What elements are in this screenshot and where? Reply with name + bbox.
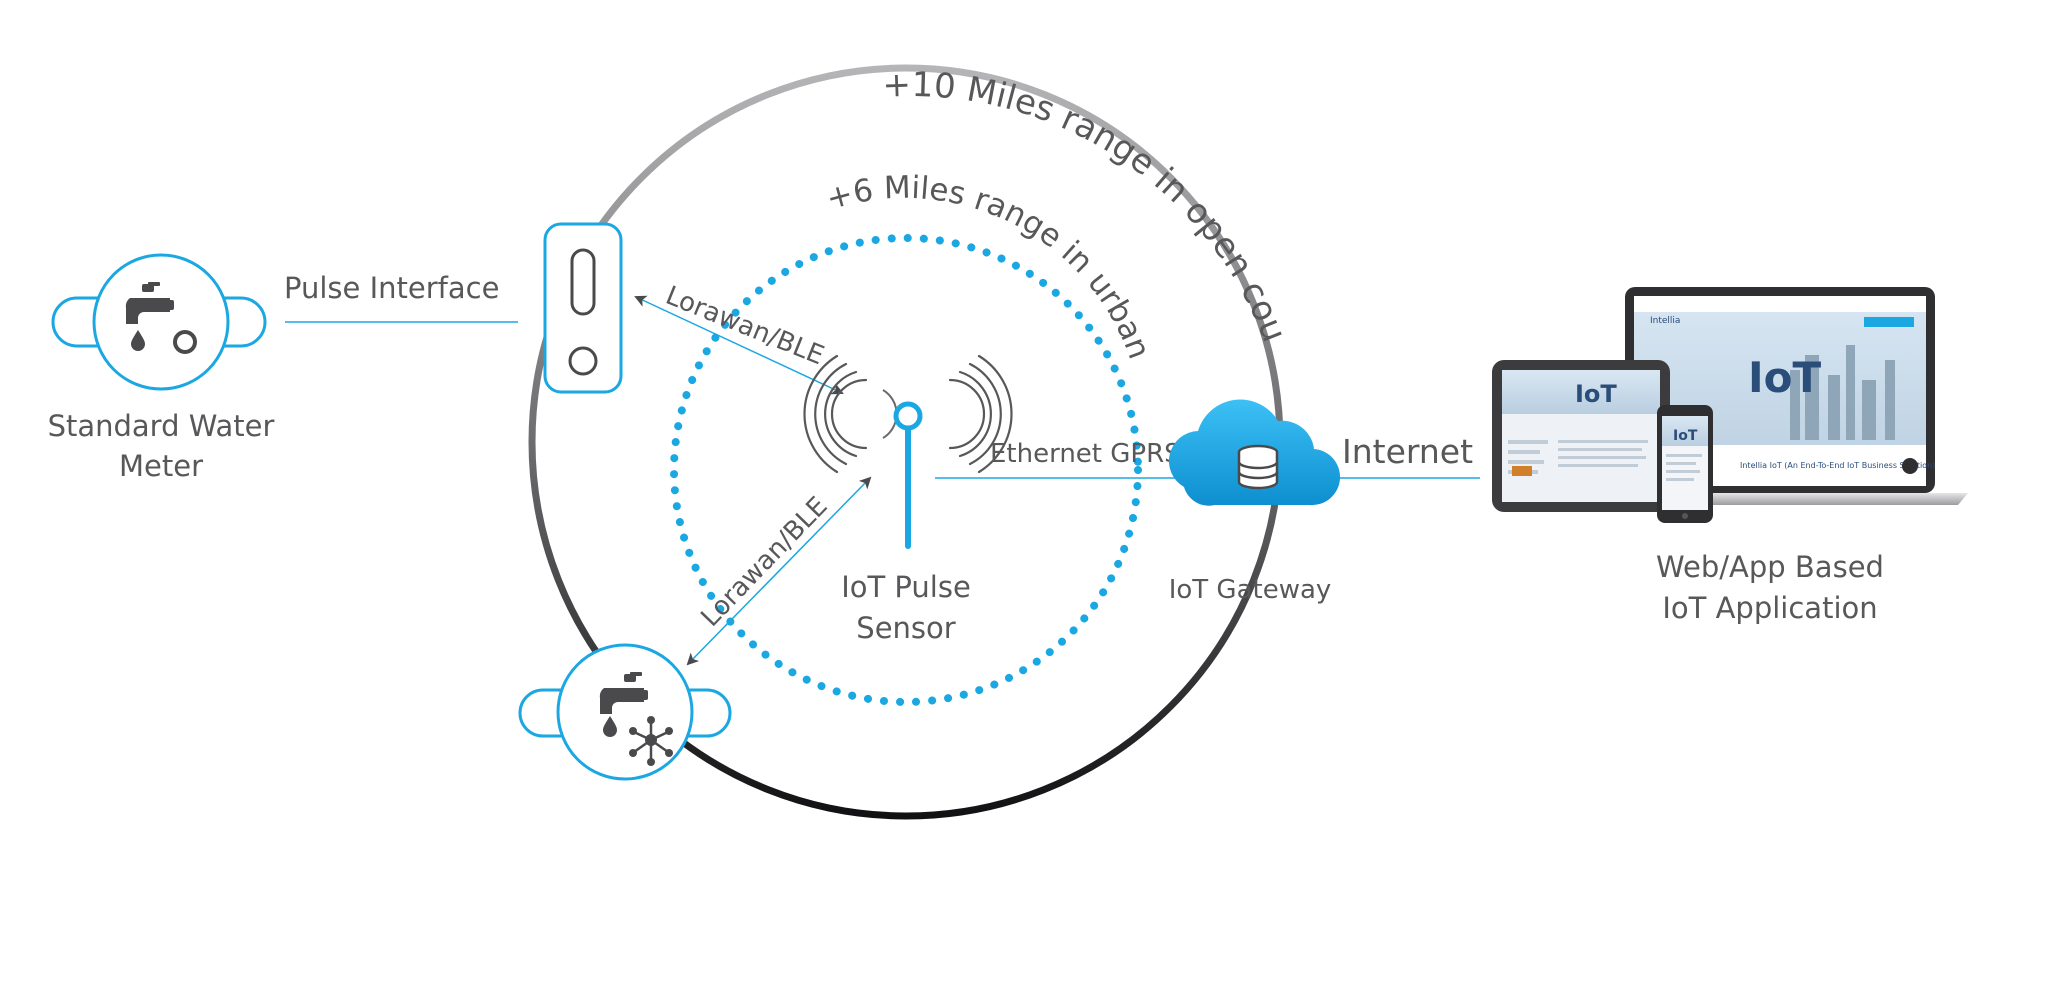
- ethernet-gprs-label: Ethernet GPRS: [990, 439, 1181, 469]
- inner-range-label: +6 Miles range in urban: [822, 170, 1157, 364]
- app-label-line1: Web/App Based: [1656, 550, 1884, 584]
- inner-range-ring: [670, 234, 1142, 706]
- sensor-label-line1: IoT Pulse: [841, 570, 971, 604]
- standard-meter-label-line2: Meter: [119, 449, 203, 483]
- water-tap-network-icon: [599, 672, 673, 766]
- pulse-interface-device-icon: [543, 222, 623, 394]
- internet-label: Internet: [1342, 432, 1473, 471]
- inner-range-text: +6 Miles range in urban: [822, 170, 1157, 364]
- screen-hero: IoT: [1748, 353, 1821, 402]
- laptop-tablet-phone-icon: Intellia IoT Intellia IoT (An End-To-End…: [1492, 287, 1968, 523]
- standard-water-meter: [51, 253, 267, 391]
- lorawan-bottom-label: Lorawan/BLE: [695, 491, 833, 633]
- laptop: Intellia IoT Intellia IoT (An End-To-End…: [1600, 287, 1968, 505]
- antenna-signal-icon: [803, 354, 1013, 549]
- water-tap-meter-icon: [125, 282, 197, 354]
- smart-water-meter: [518, 643, 732, 781]
- tablet: IoT: [1492, 360, 1670, 512]
- phone-hero: IoT: [1673, 428, 1698, 444]
- standard-meter-label-line1: Standard Water: [48, 409, 275, 443]
- phone: IoT: [1657, 405, 1713, 523]
- screen-headline: Intellia IoT (An End-To-End IoT Business…: [1740, 461, 1935, 470]
- lorawan-top-label: Lorawan/BLE: [661, 281, 828, 372]
- cloud-database-icon: [1168, 399, 1341, 506]
- pulse-interface-label: Pulse Interface: [284, 271, 499, 305]
- gateway-label: IoT Gateway: [1169, 575, 1332, 605]
- screen-brand: Intellia: [1650, 316, 1680, 326]
- lorawan-top-arrow: [634, 295, 844, 395]
- sensor-label-line2: Sensor: [856, 611, 955, 645]
- tablet-hero: IoT: [1575, 380, 1617, 408]
- lorawan-bottom-arrow: [686, 476, 872, 666]
- app-label-line2: IoT Application: [1662, 591, 1877, 625]
